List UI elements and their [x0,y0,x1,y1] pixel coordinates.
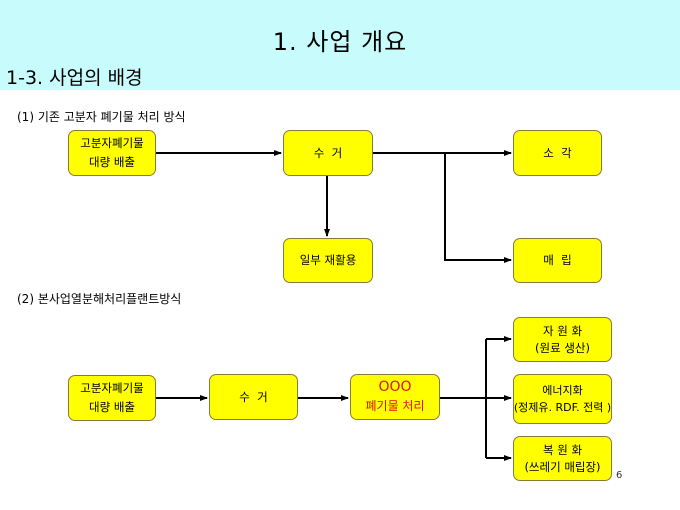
page-number: 6 [616,470,623,481]
box-waste-source-2: 고분자폐기물 대량 배출 [68,375,156,421]
box-text: (원료 생산) [535,340,590,355]
section2-label: (2) 본사업열분해처리플랜트방식 [17,292,182,306]
section-subtitle: 1-3. 사업의 배경 [6,67,143,89]
box-text: 소 각 [543,145,572,160]
box-text: 매 립 [543,253,572,267]
box-text: 에너지화 [542,384,583,397]
box-waste-processing: OOO 폐기물 처리 [350,374,440,420]
box-text: (정제유. RDF. 전력 ) [513,401,612,414]
box-text: 고분자폐기물 [80,136,144,150]
header-band: 1. 사업 개요 1-3. 사업의 배경 [0,0,680,90]
box-collect-1: 수 거 [283,130,373,176]
box-landfill: 매 립 [513,238,602,283]
box-text: 복 원 화 [542,442,583,457]
box-resource-recovery: 자 원 화 (원료 생산) [513,317,612,362]
box-waste-source-1: 고분자폐기물 대량 배출 [68,130,156,176]
box-text-highlight: 폐기물 처리 [365,399,425,413]
box-text: 일부 재활용 [299,253,357,267]
box-text: 수 거 [239,389,268,404]
box-text: 대량 배출 [89,155,135,169]
box-text: 수 거 [313,145,343,160]
box-partial-recycle: 일부 재활용 [283,238,373,283]
box-collect-2: 수 거 [209,374,298,420]
box-text: 대량 배출 [89,400,135,414]
box-text: 자 원 화 [542,323,583,338]
box-energy-recovery: 에너지화 (정제유. RDF. 전력 ) [513,374,612,424]
box-incinerate: 소 각 [513,130,602,176]
box-restoration: 복 원 화 (쓰레기 매립장) [513,436,612,481]
page-title: 1. 사업 개요 [272,28,408,56]
box-text-highlight: OOO [378,379,412,395]
section1-label: (1) 기존 고분자 폐기물 처리 방식 [17,110,186,124]
arrow-collect-to-landfill [444,153,512,263]
box-text: (쓰레기 매립장) [524,459,601,474]
box-text: 고분자폐기물 [80,381,144,395]
